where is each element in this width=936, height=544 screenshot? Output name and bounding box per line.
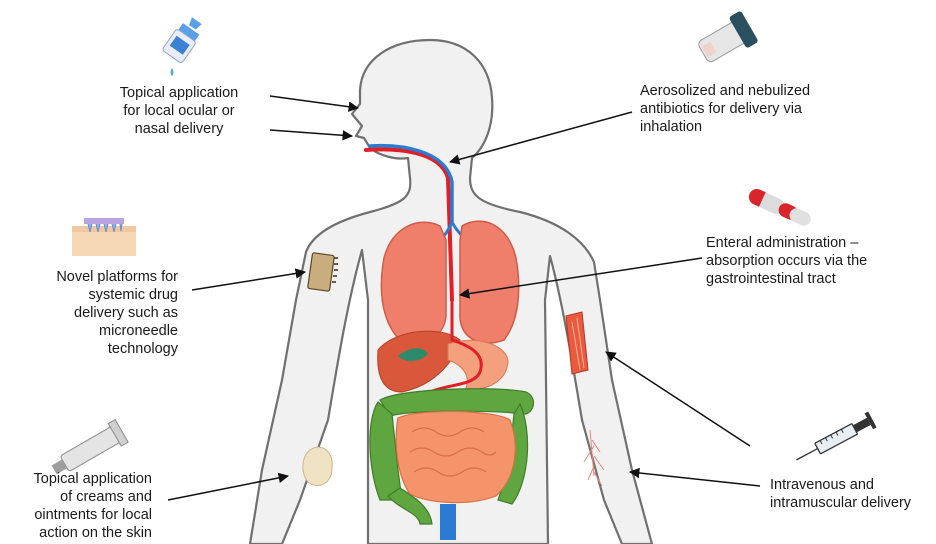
label-ocular-nasal-line-1: Topical application: [96, 84, 262, 102]
rectum: [440, 504, 456, 540]
label-iv-im-line-2: intramuscular delivery: [770, 494, 911, 512]
label-iv-im-line-1: Intravenous and: [770, 476, 911, 494]
label-topical-skin-line-3: ointments for local: [4, 506, 152, 524]
label-microneedle-line-2: systemic drug: [14, 286, 178, 304]
label-microneedle-line-1: Novel platforms for: [14, 268, 178, 286]
microneedle-patch-icon: [72, 218, 136, 256]
label-iv-im: Intravenous and intramuscular delivery: [770, 476, 911, 512]
label-ocular-nasal-line-3: nasal delivery: [96, 120, 262, 138]
label-aerosol-line-2: antibiotics for delivery via: [640, 100, 810, 118]
small-intestine: [396, 411, 515, 502]
label-enteral-line-2: absorption occurs via the: [706, 252, 867, 270]
label-microneedle-line-3: delivery such as: [14, 304, 178, 322]
capsule-icon: [746, 186, 813, 228]
cream-on-skin: [303, 447, 332, 485]
label-ocular-nasal-line-2: for local ocular or: [96, 102, 262, 120]
label-microneedle: Novel platforms for systemic drug delive…: [14, 268, 178, 358]
label-aerosol: Aerosolized and nebulized antibiotics fo…: [640, 82, 810, 136]
label-enteral: Enteral administration – absorption occu…: [706, 234, 867, 288]
label-ocular-nasal: Topical application for local ocular or …: [96, 84, 262, 138]
label-microneedle-line-4: microneedle: [14, 322, 178, 340]
drop-icon: [171, 68, 174, 76]
syringe-icon: [792, 412, 876, 468]
label-enteral-line-1: Enteral administration –: [706, 234, 867, 252]
label-aerosol-line-3: inhalation: [640, 118, 810, 136]
label-topical-skin-line-1: Topical application: [4, 470, 152, 488]
label-enteral-line-3: gastrointestinal tract: [706, 270, 867, 288]
label-topical-skin: Topical application of creams and ointme…: [4, 470, 152, 542]
label-topical-skin-line-2: of creams and: [4, 488, 152, 506]
eye-dropper-bottle-icon: [162, 14, 207, 64]
label-topical-skin-line-4: action on the skin: [4, 524, 152, 542]
label-microneedle-line-5: technology: [14, 340, 178, 358]
label-aerosol-line-1: Aerosolized and nebulized: [640, 82, 810, 100]
inhaler-icon: [694, 10, 759, 68]
